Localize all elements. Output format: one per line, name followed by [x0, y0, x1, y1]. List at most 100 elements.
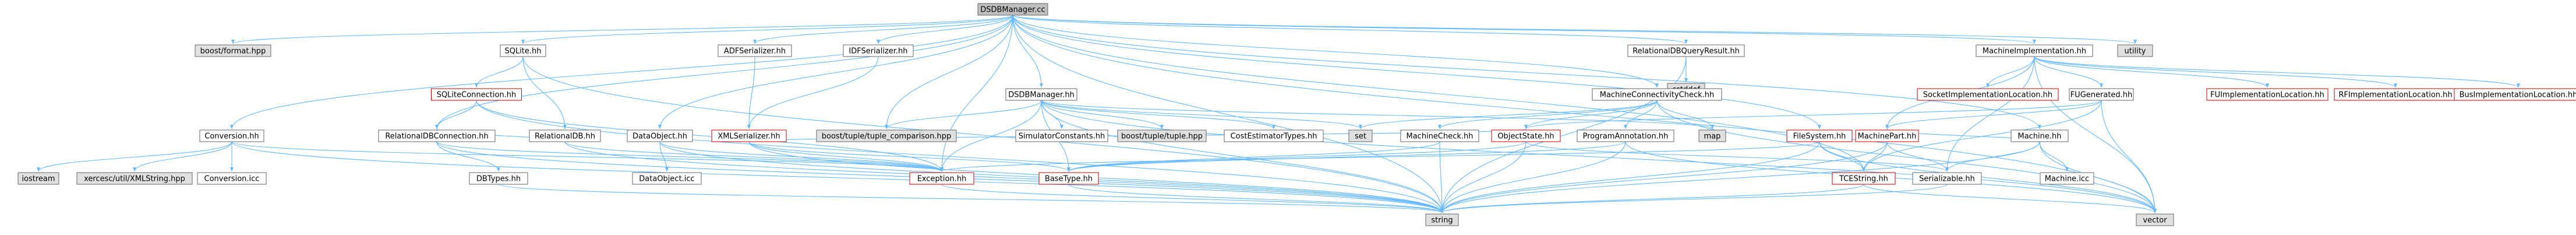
node-mach-conn-check[interactable]: MachineConnectivityCheck.hh: [1592, 88, 1722, 101]
edge-base_type-to-string: [1068, 184, 1444, 213]
node-label: DSDBManager.cc: [980, 6, 1045, 15]
node-box: [1348, 129, 1373, 142]
node-idf-ser[interactable]: IDFSerializer.hh: [843, 44, 914, 57]
node-conversion-hh[interactable]: Conversion.hh: [199, 129, 264, 142]
edge-root-to-machine_hh: [1012, 15, 2041, 129]
edge-rel_db_conn-to-exception: [436, 141, 944, 172]
edge-sqlite_conn-to-string: [476, 100, 1444, 213]
edge-mach_impl-to-socket_impl: [1985, 56, 2035, 88]
node-fu-impl[interactable]: FUImplementationLocation.hh: [2206, 88, 2328, 101]
node-cost-est-types[interactable]: CostEstimatorTypes.hh: [1224, 129, 1324, 142]
node-data-object-hh[interactable]: DataObject.hh: [627, 129, 693, 142]
edge-machine_part-to-string: [1440, 141, 1888, 213]
node-label: CostEstimatorTypes.hh: [1231, 132, 1317, 141]
node-label: map: [1704, 132, 1721, 141]
node-label: MachineConnectivityCheck.hh: [1600, 91, 1714, 100]
node-adf-ser[interactable]: ADFSerializer.hh: [718, 44, 792, 57]
node-rel-db-query[interactable]: RelationalDBQueryResult.hh: [1627, 44, 1745, 57]
node-label: iostream: [22, 175, 55, 184]
node-box: [1855, 129, 1919, 142]
node-exception[interactable]: Exception.hh: [909, 172, 974, 185]
node-box: [2206, 88, 2328, 101]
edge-root-to-boost_format: [231, 15, 1013, 44]
node-sqlite-conn[interactable]: SQLiteConnection.hh: [431, 88, 522, 101]
node-mach-impl[interactable]: MachineImplementation.hh: [1976, 44, 2093, 57]
node-bus-impl[interactable]: BusImplementationLocation.hh: [2454, 88, 2576, 101]
node-root[interactable]: DSDBManager.cc: [977, 3, 1048, 16]
edge-root-to-sqlite_hh: [521, 15, 1013, 44]
edge-machine_part-to-serializable: [1886, 141, 1949, 172]
node-label: MachinePart.hh: [1858, 132, 1917, 141]
node-machine-icc[interactable]: Machine.icc: [2040, 172, 2094, 185]
node-label: DataObject.hh: [632, 132, 687, 141]
node-xml-ser[interactable]: XMLSerializer.hh: [711, 129, 787, 142]
node-map: map: [1698, 129, 1726, 142]
node-box: [1976, 44, 2093, 57]
node-sqlite-hh[interactable]: SQLite.hh: [500, 44, 546, 57]
edge-root-to-exception: [939, 15, 1013, 172]
node-machine-part[interactable]: MachinePart.hh: [1855, 129, 1919, 142]
edge-sqlite_conn-to-exception: [476, 100, 944, 172]
edge-mach_conn_check-to-mach_check: [1438, 100, 1658, 129]
node-label: DSDBManager.hh: [1008, 91, 1075, 100]
node-box: [195, 44, 271, 57]
node-file-system[interactable]: FileSystem.hh: [1786, 129, 1853, 142]
node-object-state[interactable]: ObjectState.hh: [1491, 129, 1561, 142]
node-box: [2136, 213, 2174, 226]
edge-root-to-rel_db_conn: [434, 15, 1013, 129]
node-base-type[interactable]: BaseType.hh: [1038, 172, 1099, 185]
node-machine-hh[interactable]: Machine.hh: [2010, 129, 2069, 142]
node-label: RelationalDB.hh: [535, 132, 595, 141]
edge-machine_hh-to-string: [1440, 141, 2040, 213]
node-rel-db-conn[interactable]: RelationalDBConnection.hh: [378, 129, 496, 142]
node-sim-constants[interactable]: SimulatorConstants.hh: [1015, 129, 1108, 142]
node-box: [1117, 129, 1207, 142]
node-vector: vector: [2136, 213, 2174, 226]
node-box: [843, 44, 914, 57]
edge-fu_gen-to-machine_part: [1885, 100, 2102, 129]
edge-root-to-string: [1012, 15, 1444, 213]
node-label: Machine.hh: [2017, 132, 2061, 141]
edge-conversion_hh-to-string: [231, 141, 1444, 213]
node-serializable[interactable]: Serializable.hh: [1912, 172, 1982, 185]
node-fu-gen[interactable]: FUGenerated.hh: [2069, 88, 2134, 101]
edge-machine_hh-to-serializable: [1945, 141, 2040, 172]
node-box: [1425, 213, 1459, 226]
node-data-object-icc[interactable]: DataObject.icc: [632, 172, 702, 185]
edge-fu_gen-to-object_state: [1524, 100, 2102, 129]
edge-fu_gen-to-vector: [2101, 100, 2157, 213]
node-label: boost/format.hpp: [200, 47, 266, 56]
node-label: SQLiteConnection.hh: [437, 91, 517, 100]
node-box: [17, 172, 59, 185]
edge-xml_ser-to-exception: [748, 141, 944, 172]
node-socket-impl[interactable]: SocketImplementationLocation.hh: [1917, 88, 2059, 101]
edge-mach_check-to-base_type: [1067, 141, 1440, 172]
edge-mach_impl-to-fu_impl: [2034, 56, 2269, 88]
node-tce-string[interactable]: TCEString.hh: [1832, 172, 1896, 185]
edge-rel_db-to-string: [564, 141, 1444, 213]
node-rel-db[interactable]: RelationalDB.hh: [529, 129, 601, 142]
node-program-annotation[interactable]: ProgramAnnotation.hh: [1577, 129, 1674, 142]
node-box: [1015, 129, 1108, 142]
node-label: RelationalDBConnection.hh: [385, 132, 488, 141]
node-mach-check[interactable]: MachineCheck.hh: [1400, 129, 1479, 142]
node-box: [431, 88, 522, 101]
node-box: [1917, 88, 2059, 101]
node-label: set: [1355, 132, 1366, 141]
node-dsdb-mgr-hh[interactable]: DSDBManager.hh: [1005, 88, 1077, 101]
edge-idf_ser-to-xml_ser: [747, 56, 879, 129]
node-rf-impl[interactable]: RFImplementationLocation.hh: [2334, 88, 2457, 101]
node-box: [1627, 44, 1745, 57]
node-conversion-icc[interactable]: Conversion.icc: [197, 172, 267, 185]
node-box: [1224, 129, 1324, 142]
node-db-types[interactable]: DBTypes.hh: [469, 172, 528, 185]
node-box: [378, 129, 496, 142]
node-label: BusImplementationLocation.hh: [2460, 91, 2576, 100]
node-label: TCEString.hh: [1839, 175, 1888, 184]
edge-sqlite_hh-to-string: [522, 56, 1444, 213]
edge-root-to-boost_tuple_cmp: [884, 15, 1013, 129]
edge-conversion_hh-to-xerces: [132, 141, 232, 172]
edge-mach_impl-to-serializable: [1945, 56, 2035, 172]
node-label: Conversion.hh: [204, 132, 259, 141]
node-box: [197, 172, 267, 185]
